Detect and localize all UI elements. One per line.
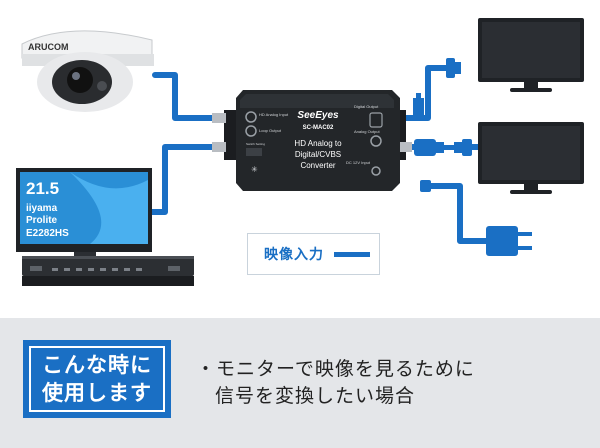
signal-cables [149, 65, 489, 244]
cable-recorder-to-converter [149, 144, 225, 215]
port-hd-analog-input-label: HD Analog Input [259, 112, 289, 117]
connection-diagram: ARUCOM 21.5 iiyama Prolite E2282HS [16, 18, 584, 286]
monitor-model-label: E2282HS [26, 228, 69, 239]
monitor-line-label: Prolite [26, 215, 58, 226]
cable-power [425, 183, 489, 244]
converter-device-icon: SeeEyes SC-MAC02 HD Analog to Digital/CV… [212, 90, 412, 191]
left-monitor-icon: 21.5 iiyama Prolite E2282HS [16, 168, 152, 258]
converter-title-line-3: Converter [300, 161, 335, 170]
legend-label: 映像入力 [264, 247, 324, 263]
camera-brand-label: ARUCOM [28, 42, 69, 52]
usage-title-line-2: 使用します [42, 381, 152, 405]
converter-model-label: SC-MAC02 [303, 125, 334, 131]
cable-digital-output [397, 65, 451, 121]
power-adapter-icon [420, 180, 532, 256]
cable-camera-to-converter [152, 72, 225, 121]
converter-brand-label: SeeEyes [297, 110, 339, 121]
port-analog-output-label: Analog Output [354, 129, 380, 134]
converter-title-line-1: HD Analog to [294, 139, 342, 148]
port-dc-input-label: DC 12V Input [346, 160, 371, 165]
legend: 映像入力 [247, 233, 380, 275]
usage-description: モニターで映像を見るために 信号を変換したい場合 [196, 356, 475, 410]
usage-description-line-2: 信号を変換したい場合 [215, 385, 416, 407]
legend-line-swatch [334, 251, 370, 257]
dome-camera-icon: ARUCOM [21, 30, 154, 112]
vga-plug-icon [414, 139, 472, 156]
usage-description-line-1: モニターで映像を見るために [196, 356, 475, 383]
switch-setting-label: Switch Setting [246, 142, 265, 146]
usage-title-frame: こんな時に 使用します [29, 346, 165, 412]
converter-title-line-2: Digital/CVBS [295, 150, 341, 159]
right-monitor-top-icon [478, 18, 584, 92]
monitor-size-label: 21.5 [26, 179, 59, 198]
usage-band: こんな時に 使用します モニターで映像を見るために 信号を変換したい場合 [0, 318, 600, 448]
port-digital-output-label: Digital Output [354, 104, 379, 109]
usage-title-line-1: こんな時に [42, 353, 152, 377]
monitor-brand-label: iiyama [26, 203, 58, 214]
right-monitor-bottom-icon [478, 122, 584, 194]
recorder-icon [22, 256, 194, 286]
port-loop-output-label: Loop Output [259, 128, 282, 133]
usage-title-box: こんな時に 使用します [23, 340, 171, 418]
reset-star-icon: ✳ [251, 165, 258, 174]
hdmi-plug-icon [413, 58, 461, 116]
